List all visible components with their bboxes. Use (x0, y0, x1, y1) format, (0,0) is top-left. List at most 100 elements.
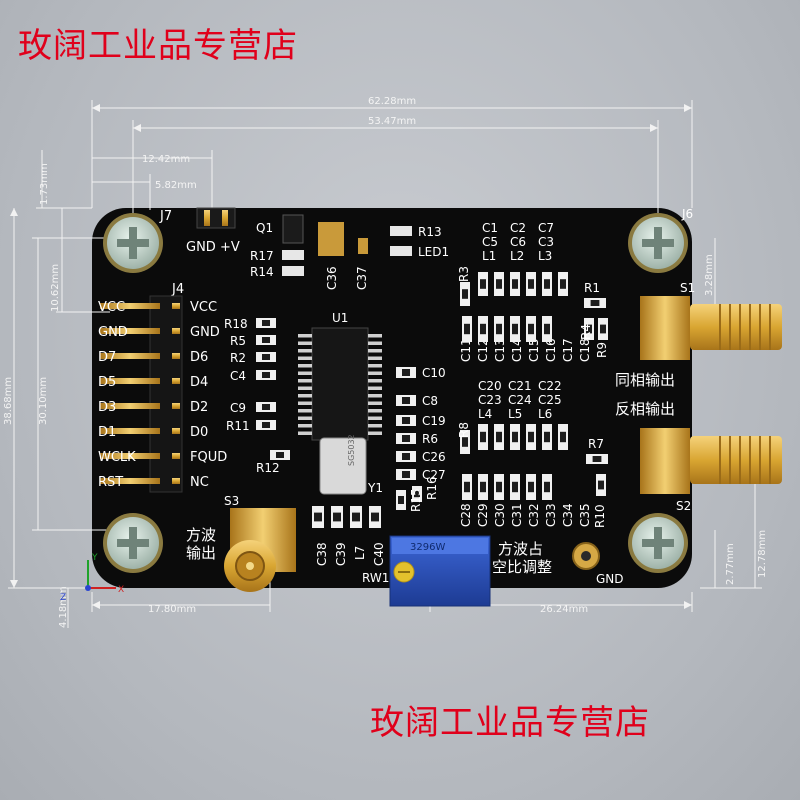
r7-resistor (586, 454, 608, 464)
smd-part (256, 402, 276, 412)
mounting-hole-tr (628, 213, 688, 273)
label-s1: S1 (680, 281, 695, 295)
filter-label-c24: C24 (508, 393, 532, 407)
filter-smd (510, 424, 520, 450)
cap-label-c33: C33 (544, 503, 558, 527)
u1-pin (368, 409, 382, 413)
u1-pin (368, 364, 382, 368)
label-r11: R11 (226, 419, 250, 433)
smd-part (270, 450, 290, 460)
j4-pin (100, 328, 160, 334)
label-c8: C8 (422, 394, 438, 408)
label-s3: S3 (224, 494, 239, 508)
j4-right-pin-label: FQUD (190, 450, 227, 465)
label-square-out-2: 输出 (186, 544, 216, 562)
filter-label-c23: C23 (478, 393, 502, 407)
filter-label-c7: C7 (538, 221, 554, 235)
cap-label-c31: C31 (510, 503, 524, 527)
label-j4: J4 (171, 282, 184, 297)
smd-part (396, 451, 416, 462)
cap-label-c13: C13 (493, 338, 507, 362)
j4-pin-end (172, 428, 180, 434)
j4-left-pin-label: D5 (98, 375, 116, 390)
sma-s1 (640, 296, 782, 360)
j4-pin (100, 478, 160, 484)
label-r14: R14 (250, 265, 274, 279)
label-r18: R18 (224, 317, 248, 331)
filter-label-l6: L6 (538, 407, 552, 421)
filter-label-c25: C25 (538, 393, 562, 407)
y1-crystal (319, 437, 367, 495)
r10-resistor (596, 474, 606, 496)
filter-smd (542, 316, 552, 342)
dim-left-small: 4.18mm (58, 586, 69, 628)
label-c40: C40 (372, 542, 386, 566)
axis-triad (85, 560, 116, 591)
filter-smd (494, 316, 504, 342)
label-c9: C9 (230, 401, 246, 415)
u1-pin (298, 349, 312, 353)
j4-left-pin-label: D1 (98, 425, 116, 440)
cap-label-c12: C12 (476, 338, 490, 362)
smd-part (396, 490, 406, 510)
dim-right-b1: 12.78mm (757, 530, 768, 578)
smd-part (396, 395, 416, 406)
filter-smd (510, 316, 520, 342)
label-c19: C19 (422, 414, 446, 428)
filter-smd (462, 316, 472, 342)
dim-hole-spacing-y: 30.10mm (38, 377, 49, 425)
j4-pins (100, 303, 180, 484)
cap-label-c14: C14 (510, 338, 524, 362)
smd-part (256, 352, 276, 362)
dim-d2: 5.82mm (155, 180, 197, 191)
filter-label-c22: C22 (538, 379, 562, 393)
label-pot-model: 3296W (410, 542, 445, 553)
label-c27: C27 (422, 468, 446, 482)
r9-resistor (598, 318, 608, 340)
u1-pin (368, 371, 382, 375)
dim-hole-spacing-x: 53.47mm (368, 116, 416, 127)
dim-overall-width: 62.28mm (368, 96, 416, 107)
u1-pin (368, 394, 382, 398)
label-c36: C36 (325, 266, 339, 290)
u1-pin (298, 371, 312, 375)
dim-overall-height: 38.68mm (3, 377, 14, 425)
cap-label-c32: C32 (527, 503, 541, 527)
label-r16: R16 (425, 476, 439, 500)
filter-smd (526, 424, 536, 450)
u1-pin (368, 401, 382, 405)
u1-pin (298, 431, 312, 435)
bottom-smd (312, 506, 324, 528)
j4-left-pin-label: D7 (98, 350, 116, 365)
u1-pin (298, 416, 312, 420)
dim-d1: 12.42mm (142, 154, 190, 165)
left-passives (256, 318, 290, 460)
j4-pin-end (172, 478, 180, 484)
sma-s2 (640, 428, 782, 494)
led1 (390, 246, 412, 256)
filter-label-l4: L4 (478, 407, 492, 421)
filter-label-c5: C5 (482, 235, 498, 249)
u1-pin (368, 424, 382, 428)
smd-part (412, 486, 422, 502)
cap-label-c16: C16 (544, 338, 558, 362)
j4-left-pin-label: GND (98, 325, 128, 340)
dim-right-top: 3.28mm (704, 254, 715, 296)
u1-pin (298, 386, 312, 390)
filter-label-c3: C3 (538, 235, 554, 249)
j4-left-pin-label: VCC (98, 300, 125, 315)
dimension-lines (8, 100, 762, 628)
u1-pin (368, 356, 382, 360)
filter-label-l2: L2 (510, 249, 524, 263)
u1-pin (298, 364, 312, 368)
filter-smd (478, 272, 488, 296)
j4-right-pin-label: D4 (190, 375, 208, 390)
label-r15: R15 (409, 488, 423, 512)
filter-label-l5: L5 (508, 407, 522, 421)
smd-part (256, 335, 276, 345)
filter-label-c21: C21 (508, 379, 532, 393)
